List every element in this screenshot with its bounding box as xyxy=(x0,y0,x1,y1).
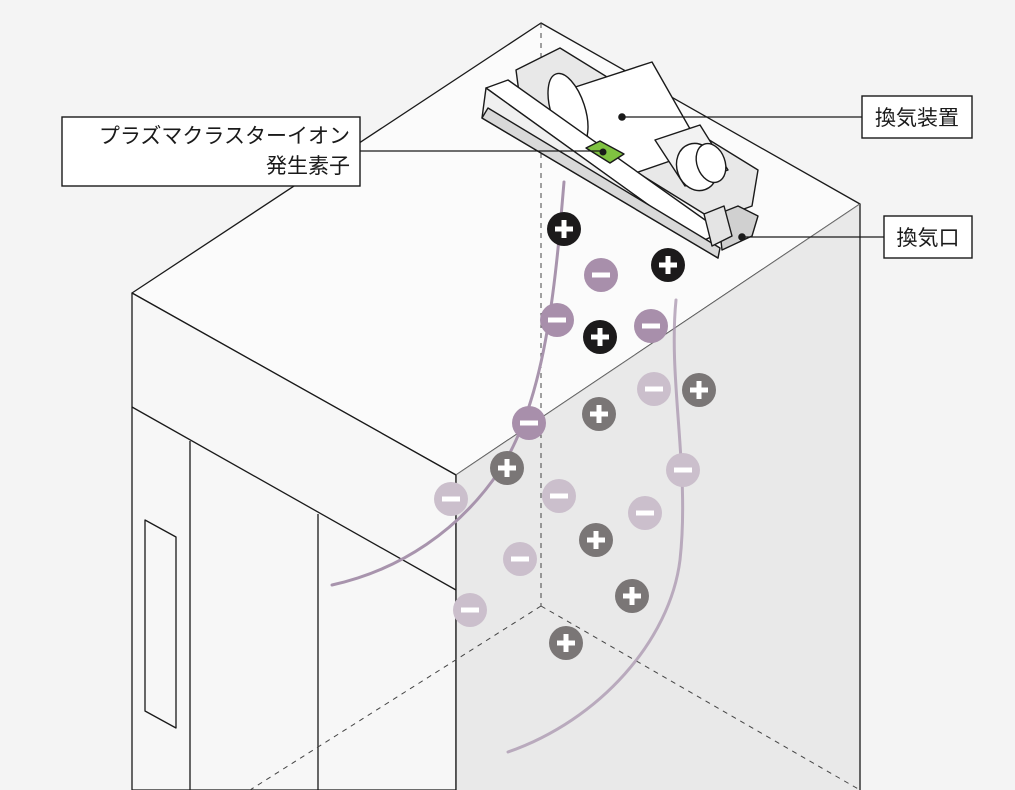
minus-icon xyxy=(548,317,566,323)
plus-icon-vertical xyxy=(563,634,569,652)
rail-end-right-inner xyxy=(703,205,733,247)
plus-icon-vertical xyxy=(665,256,671,274)
negative-ion xyxy=(637,372,671,406)
label-box-ventilation-device xyxy=(861,95,973,139)
car-front-wall xyxy=(131,292,457,790)
minus-icon xyxy=(592,272,610,278)
negative-ion xyxy=(634,309,668,343)
floor-edge-right xyxy=(540,605,861,790)
label-ion-element-line1: プラズマクラスターイオン xyxy=(99,124,350,148)
fan-outlet-rim xyxy=(695,142,727,184)
positive-ion xyxy=(490,451,524,485)
minus-icon xyxy=(461,607,479,613)
positive-ion xyxy=(682,373,716,407)
positive-ion xyxy=(582,397,616,431)
positive-ion xyxy=(615,579,649,613)
minus-icon xyxy=(442,496,460,502)
positive-ion xyxy=(651,248,685,282)
ion-element-dot xyxy=(599,148,607,156)
minus-icon xyxy=(642,323,660,329)
floor-edge-left xyxy=(249,605,542,790)
negative-ion xyxy=(540,303,574,337)
callout-ventilation-device: 換気装置 xyxy=(618,95,973,139)
label-box-vent-opening xyxy=(883,215,973,259)
callout-vent-opening-dot xyxy=(738,233,746,241)
rail-front-lip xyxy=(481,107,721,259)
negative-ion xyxy=(666,453,700,487)
plus-icon-vertical xyxy=(629,587,635,605)
plus-icon-vertical xyxy=(596,405,602,423)
plus-icon-vertical xyxy=(597,328,603,346)
positive-ion xyxy=(547,212,581,246)
plus-icon-vertical xyxy=(696,381,702,399)
ventilation-device xyxy=(481,47,759,259)
minus-icon xyxy=(511,556,529,562)
negative-ion xyxy=(512,406,546,440)
ions xyxy=(434,212,716,660)
plus-icon-vertical xyxy=(561,220,567,238)
minus-icon xyxy=(550,493,568,499)
operation-panel xyxy=(144,519,177,729)
negative-ion xyxy=(584,258,618,292)
callout-ion-element: プラズマクラスターイオン 発生素子 xyxy=(61,116,603,187)
positive-ion xyxy=(583,320,617,354)
plus-icon-vertical xyxy=(593,531,599,549)
plus-icon-vertical xyxy=(504,459,510,477)
negative-ion xyxy=(453,593,487,627)
label-ventilation-device: 換気装置 xyxy=(875,106,959,130)
negative-ion xyxy=(434,482,468,516)
air-flow-right xyxy=(506,298,685,754)
positive-ion xyxy=(579,523,613,557)
positive-ion xyxy=(549,626,583,660)
label-vent-opening: 換気口 xyxy=(897,226,960,250)
negative-ion xyxy=(628,496,662,530)
callout-ventilation-device-dot xyxy=(618,113,626,121)
label-box-ion-element xyxy=(61,116,361,187)
minus-icon xyxy=(636,510,654,516)
negative-ion xyxy=(503,542,537,576)
minus-icon xyxy=(674,467,692,473)
callout-vent-opening: 換気口 xyxy=(738,215,973,259)
negative-ion xyxy=(542,479,576,513)
label-ion-element-line2: 発生素子 xyxy=(266,154,350,178)
rail-end-right xyxy=(717,205,759,251)
minus-icon xyxy=(520,420,538,426)
minus-icon xyxy=(645,386,663,392)
